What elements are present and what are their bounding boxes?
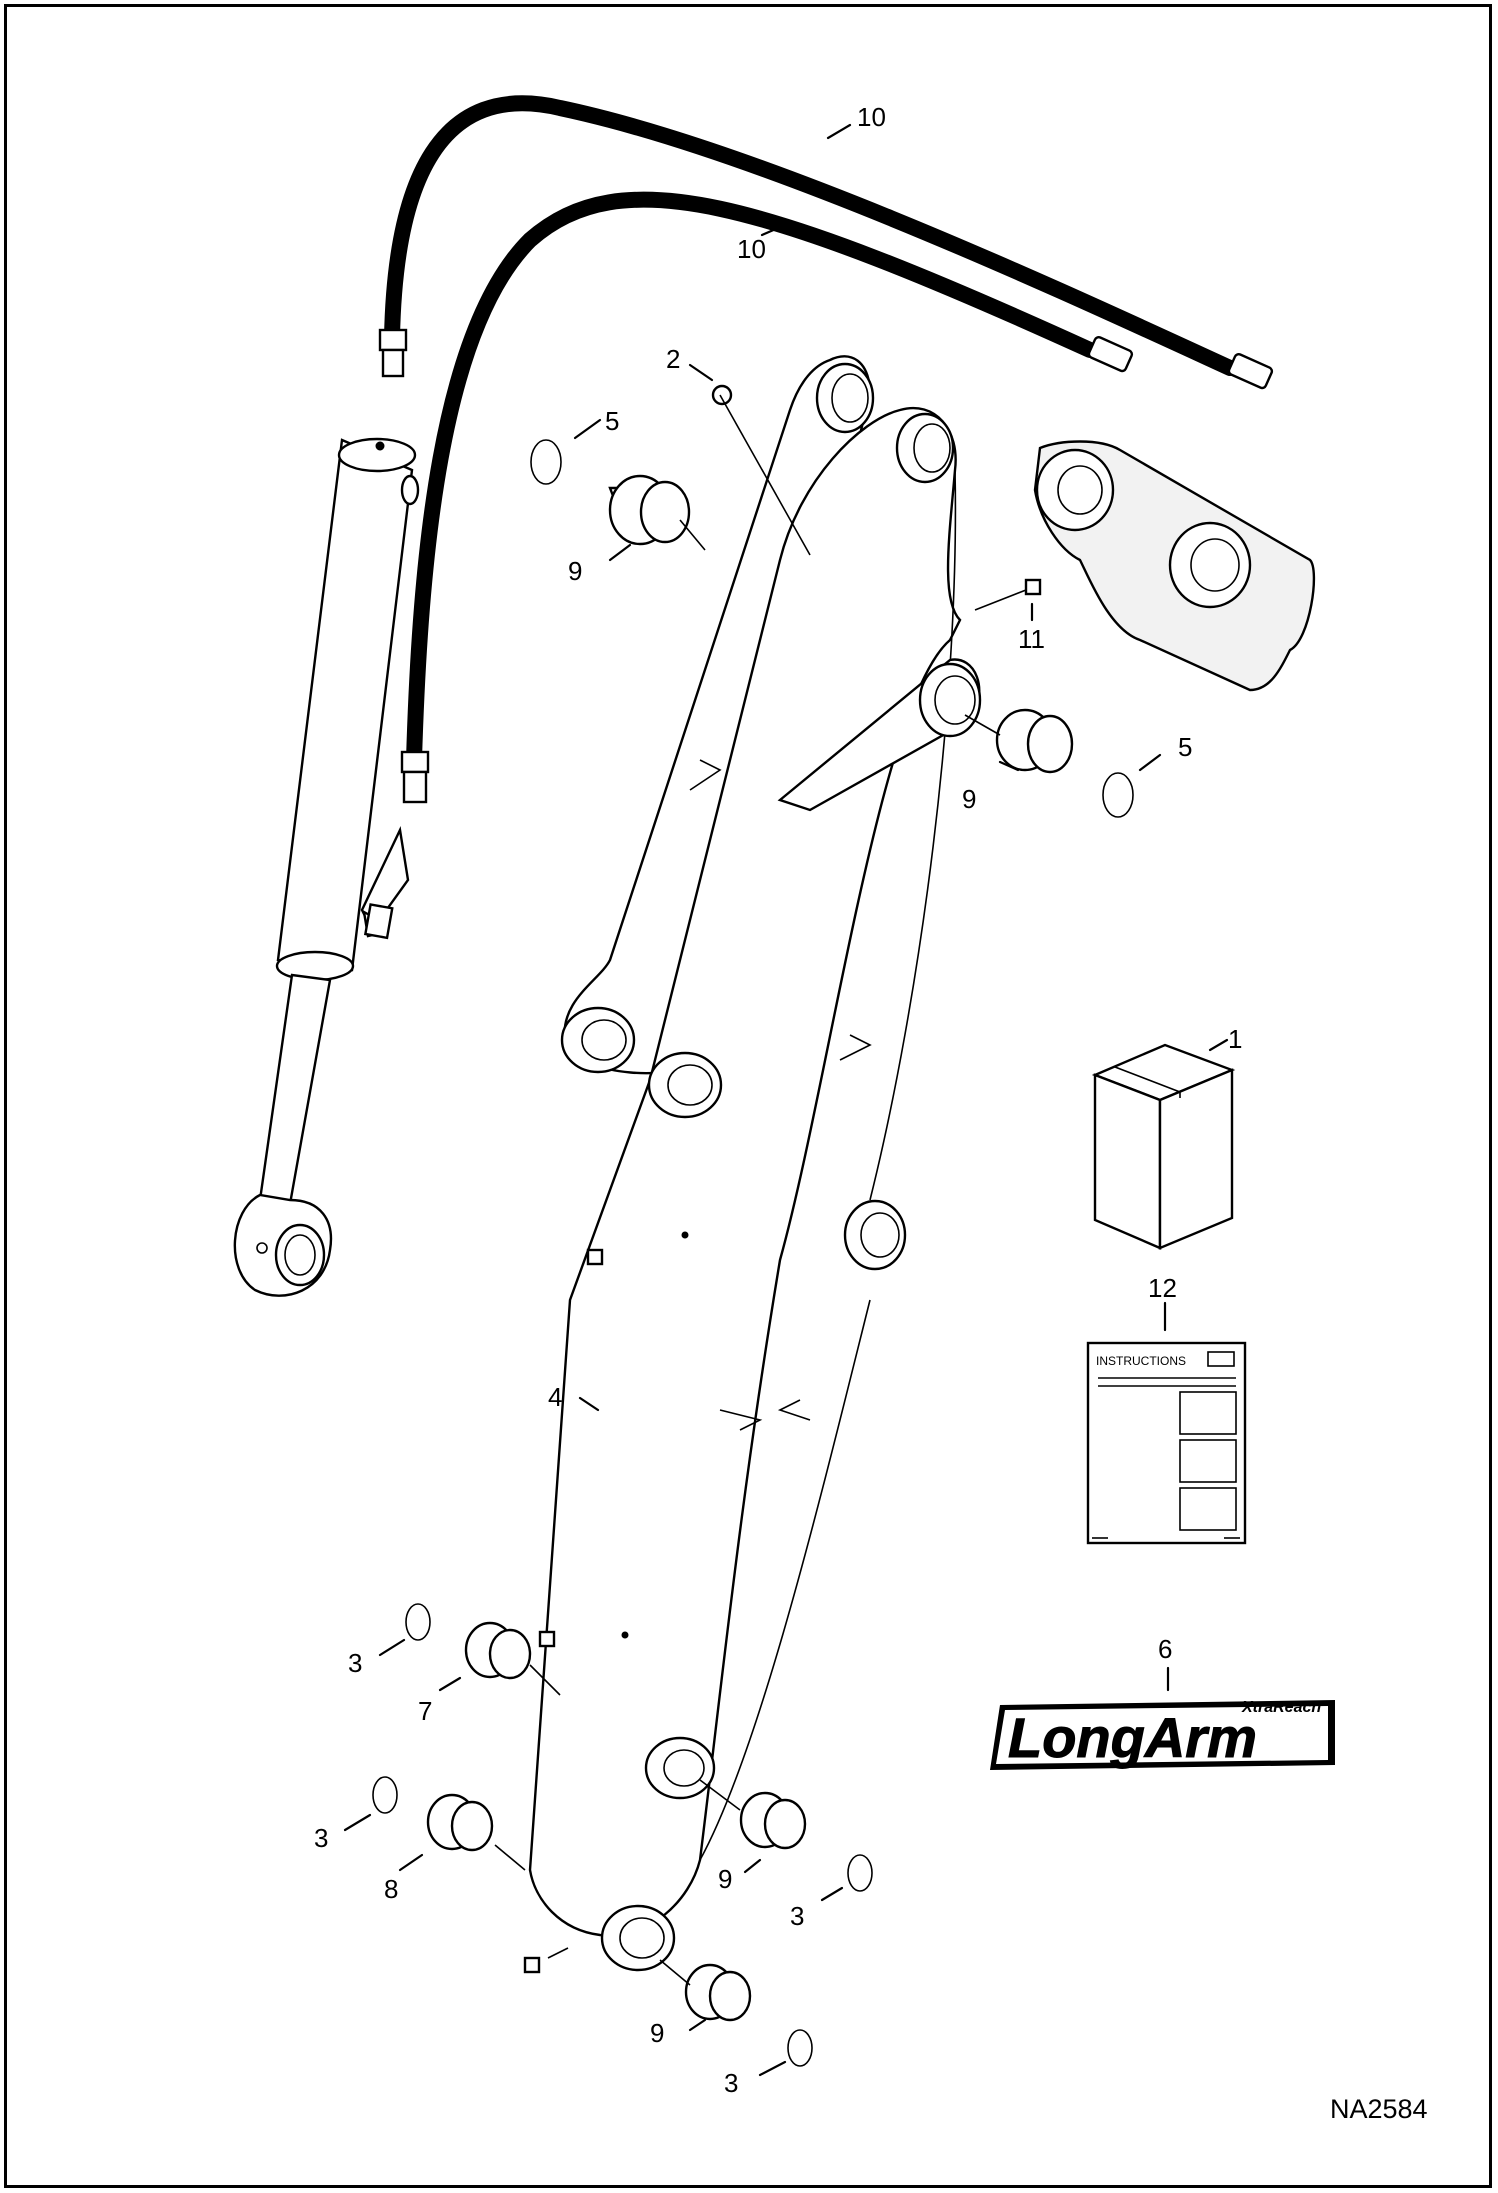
bushing-9-b	[426, 1793, 494, 1852]
bushing-10-upper	[608, 474, 691, 546]
retaining-rings	[372, 384, 1134, 2067]
callout-numbers: 10 10 2 5 9 11 5 9 1 12 6 4 3 7 3 8 9 3 …	[314, 102, 1242, 2098]
bushing-9-c	[739, 1791, 807, 1850]
callout-4: 4	[548, 1382, 562, 1412]
callout-11: 11	[1018, 624, 1045, 654]
instructions-title: INSTRUCTIONS	[1096, 1354, 1186, 1368]
callout-5-upper: 5	[605, 406, 619, 436]
callout-9-a: 7	[418, 1696, 432, 1726]
callout-9-b: 8	[384, 1874, 398, 1904]
decal-brand: LongArm	[1008, 1706, 1257, 1769]
drawing-id: NA2584	[1330, 2094, 1428, 2124]
callout-10-lower: 9	[962, 784, 976, 814]
callout-2: 2	[666, 344, 680, 374]
callout-9-d: 9	[650, 2018, 664, 2048]
callout-6: 6	[1158, 1634, 1172, 1664]
boom-arm	[523, 355, 982, 1974]
callout-3-d: 3	[724, 2068, 738, 2098]
longarm-decal: LongArm XtraReach	[990, 1699, 1335, 1770]
callout-8: 10	[737, 234, 766, 264]
hose-8	[400, 191, 1134, 804]
callout-12: 12	[1148, 1273, 1177, 1303]
bushing-9-a	[464, 1621, 532, 1680]
callout-7: 10	[857, 102, 886, 132]
leader-lines	[343, 123, 1229, 2077]
bushing-9-d	[684, 1963, 752, 2022]
callout-3-b: 3	[314, 1823, 328, 1853]
instructions-card: INSTRUCTIONS	[1086, 1341, 1247, 1545]
callout-1: 1	[1228, 1024, 1242, 1054]
callout-5-lower: 5	[1178, 732, 1192, 762]
drawing-frame	[4, 4, 1492, 2188]
decal-sub: XtraReach	[1241, 1699, 1321, 1716]
hydraulic-cylinder	[233, 437, 420, 1297]
callout-3-a: 3	[348, 1648, 362, 1678]
callout-9-c: 9	[718, 1864, 732, 1894]
mounting-bracket	[1024, 440, 1316, 692]
callout-10-upper: 9	[568, 556, 582, 586]
box-part-1	[1091, 1043, 1236, 1250]
bushing-10-lower	[995, 708, 1074, 774]
hose-7	[378, 95, 1274, 390]
callout-3-c: 3	[790, 1901, 804, 1931]
